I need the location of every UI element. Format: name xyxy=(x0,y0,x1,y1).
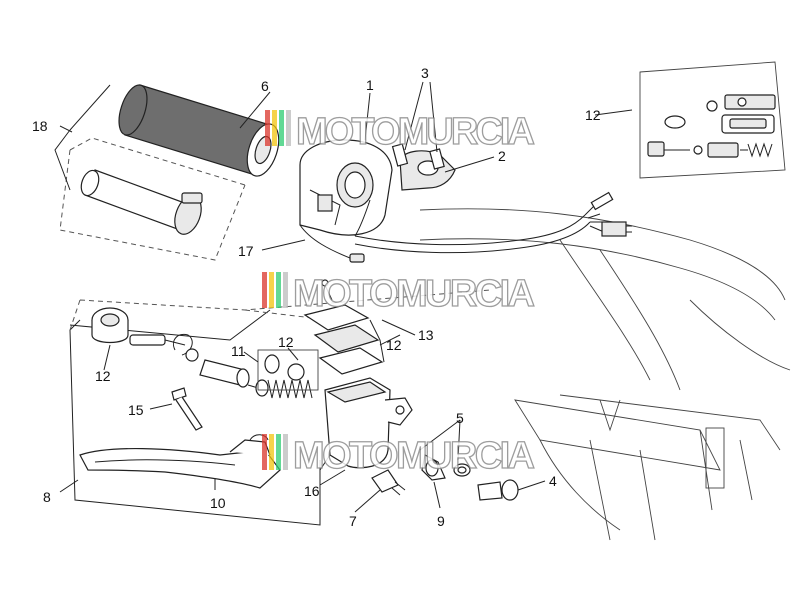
reservoir-diaphragm xyxy=(303,279,385,375)
watermark-top: MOTOMURCIA xyxy=(265,110,536,154)
watermark-stripe xyxy=(286,110,291,146)
watermark-stripe xyxy=(262,434,267,470)
callout-16: 16 xyxy=(304,483,320,499)
banjo-bolt xyxy=(477,479,519,501)
callout-10: 10 xyxy=(210,495,226,511)
throttle-tube xyxy=(80,169,203,235)
brake-lever xyxy=(79,434,281,489)
callout-8: 8 xyxy=(43,489,51,505)
watermark-text: MOTOMURCIA xyxy=(296,111,536,153)
small-parts xyxy=(257,349,319,391)
callout-15: 15 xyxy=(128,402,144,418)
callout-13: 13 xyxy=(418,327,434,343)
stop-switch xyxy=(371,469,406,496)
pivot-bolt xyxy=(171,387,203,431)
callout-1: 1 xyxy=(366,77,374,93)
callout-12-mid: 12 xyxy=(278,334,294,350)
clamp xyxy=(391,143,456,191)
callout-12-right: 12 xyxy=(386,337,402,353)
watermark-text: MOTOMURCIA xyxy=(293,273,536,315)
reservoir-cap xyxy=(91,307,129,344)
callout-12-left: 12 xyxy=(95,368,111,384)
watermark-stripe xyxy=(265,110,270,146)
watermark-stripe xyxy=(262,272,267,308)
watermark-middle: MOTOMURCIA xyxy=(262,272,536,316)
callout-17: 17 xyxy=(238,243,254,259)
bracket-18 xyxy=(54,84,111,191)
watermark-stripe xyxy=(276,434,281,470)
watermark-stripe xyxy=(272,110,277,146)
callout-labels: 1 2 3 4 5 6 7 8 9 10 11 12 12 12 12 13 1… xyxy=(32,65,601,529)
watermark-stripe xyxy=(283,272,288,308)
assembly-outline-dashed xyxy=(69,289,491,331)
callout-3: 3 xyxy=(421,65,429,81)
callout-9: 9 xyxy=(437,513,445,529)
callout-7: 7 xyxy=(349,513,357,529)
callout-4: 4 xyxy=(549,473,557,489)
callout-18: 18 xyxy=(32,118,48,134)
callout-12-inset: 12 xyxy=(585,107,601,123)
callout-6: 6 xyxy=(261,78,269,94)
watermark-stripe xyxy=(269,272,274,308)
washers xyxy=(453,463,471,477)
watermark-text: MOTOMURCIA xyxy=(293,435,536,477)
grip xyxy=(118,84,280,177)
wiring-harness xyxy=(299,191,632,263)
pivot-pin xyxy=(129,333,199,362)
leader-lines xyxy=(59,81,633,513)
spring xyxy=(255,379,313,399)
watermark-bottom: MOTOMURCIA xyxy=(262,434,536,478)
handlebar xyxy=(419,208,791,541)
watermark-stripe xyxy=(279,110,284,146)
watermark-stripe xyxy=(276,272,281,308)
callout-5: 5 xyxy=(456,410,464,426)
banjo-fitting xyxy=(421,454,446,481)
switch-housing xyxy=(299,139,393,237)
watermark-stripe xyxy=(283,434,288,470)
callout-11: 11 xyxy=(231,343,246,359)
callout-2: 2 xyxy=(498,148,506,164)
master-cylinder-body xyxy=(319,377,413,471)
tube-outline-dashed xyxy=(59,137,246,261)
piston xyxy=(199,359,266,391)
watermark-stripe xyxy=(269,434,274,470)
inset-detail-box xyxy=(639,61,786,179)
